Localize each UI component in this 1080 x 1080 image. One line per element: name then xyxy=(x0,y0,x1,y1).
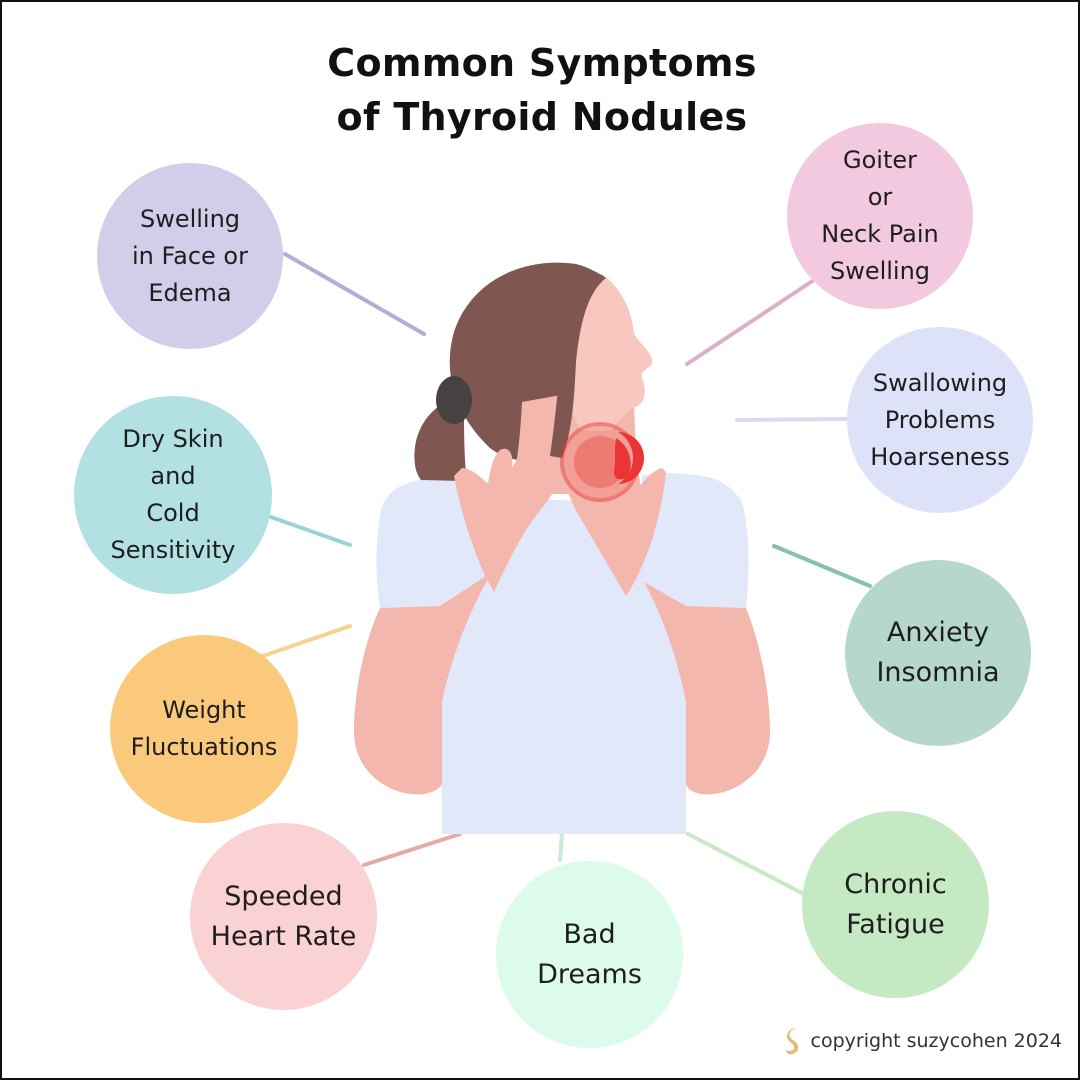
symptom-line: Heart Rate xyxy=(210,920,357,952)
connector-anxiety xyxy=(772,544,872,588)
symptom-swelling-face: Swelling in Face or Edema xyxy=(97,163,283,349)
symptom-heart-rate: Speeded Heart Rate xyxy=(190,823,377,1010)
symptom-line: Hoarseness xyxy=(870,442,1010,471)
connector-dry-skin xyxy=(266,514,352,547)
symptom-line: Bad xyxy=(563,918,616,950)
symptom-line: Chronic xyxy=(844,868,947,900)
symptom-dry-skin: Dry Skin and Cold Sensitivity xyxy=(74,396,272,594)
symptom-fatigue: Chronic Fatigue xyxy=(802,811,989,998)
symptom-line: Insomnia xyxy=(876,657,1000,688)
connector-swelling-face xyxy=(283,252,426,336)
hairline xyxy=(550,264,606,458)
symptom-line: and xyxy=(150,462,196,490)
right-hand xyxy=(565,442,666,596)
connector-weight xyxy=(258,624,352,659)
symptom-line: Goiter xyxy=(843,146,917,174)
symptom-line: Neck Pain xyxy=(821,220,939,248)
symptom-line: in Face or xyxy=(132,241,248,270)
connector-goiter xyxy=(685,278,816,366)
nodule-glow-inner xyxy=(574,436,626,488)
symptom-line: Fatigue xyxy=(846,908,945,940)
symptom-bad-dreams: Bad Dreams xyxy=(496,861,683,1048)
page-title: Common Symptoms of Thyroid Nodules xyxy=(2,36,1078,144)
symptom-line: Weight xyxy=(162,696,246,724)
nodule-core xyxy=(614,438,631,480)
connector-fatigue xyxy=(686,832,804,895)
woman-illustration xyxy=(354,262,770,834)
copyright-text: copyright suzycohen 2024 xyxy=(810,1030,1062,1052)
symptom-line: Problems xyxy=(884,405,996,434)
symptom-weight: Weight Fluctuations xyxy=(110,635,298,823)
left-arm xyxy=(354,572,492,795)
symptom-goiter: Goiter or Neck Pain Swelling xyxy=(787,123,973,309)
connector-swallowing xyxy=(735,417,852,422)
symptom-line: Swelling xyxy=(139,204,241,233)
symptom-line: Swelling xyxy=(829,257,931,285)
symptom-line: Cold xyxy=(146,499,200,527)
connector-heart-rate xyxy=(362,832,462,867)
symptom-swallowing: Swallowing Problems Hoarseness xyxy=(847,327,1033,513)
hair-tie xyxy=(436,376,472,424)
symptom-line: Speeded xyxy=(224,880,343,912)
symptom-line: Anxiety xyxy=(886,617,990,648)
face xyxy=(565,274,653,432)
copyright-notice: copyright suzycohen 2024 xyxy=(783,1026,1062,1056)
left-hand xyxy=(454,440,564,592)
title-line-1: Common Symptoms xyxy=(327,41,757,85)
symptom-line: Fluctuations xyxy=(130,733,278,761)
connector-bad-dreams xyxy=(558,832,564,862)
title-line-2: of Thyroid Nodules xyxy=(336,95,748,139)
symptom-line: Dry Skin xyxy=(122,425,224,453)
symptom-line: or xyxy=(867,183,893,211)
shirt xyxy=(376,473,749,834)
symptom-line: Sensitivity xyxy=(110,536,236,564)
right-arm xyxy=(644,582,770,795)
brand-logo-icon xyxy=(785,1028,798,1055)
symptom-anxiety: Anxiety Insomnia xyxy=(845,560,1031,746)
symptom-line: Dreams xyxy=(537,958,642,990)
nodule-highlight xyxy=(618,432,644,484)
symptom-line: Swallowing xyxy=(872,368,1008,397)
symptom-line: Edema xyxy=(148,278,232,307)
connector-lines xyxy=(258,252,872,895)
